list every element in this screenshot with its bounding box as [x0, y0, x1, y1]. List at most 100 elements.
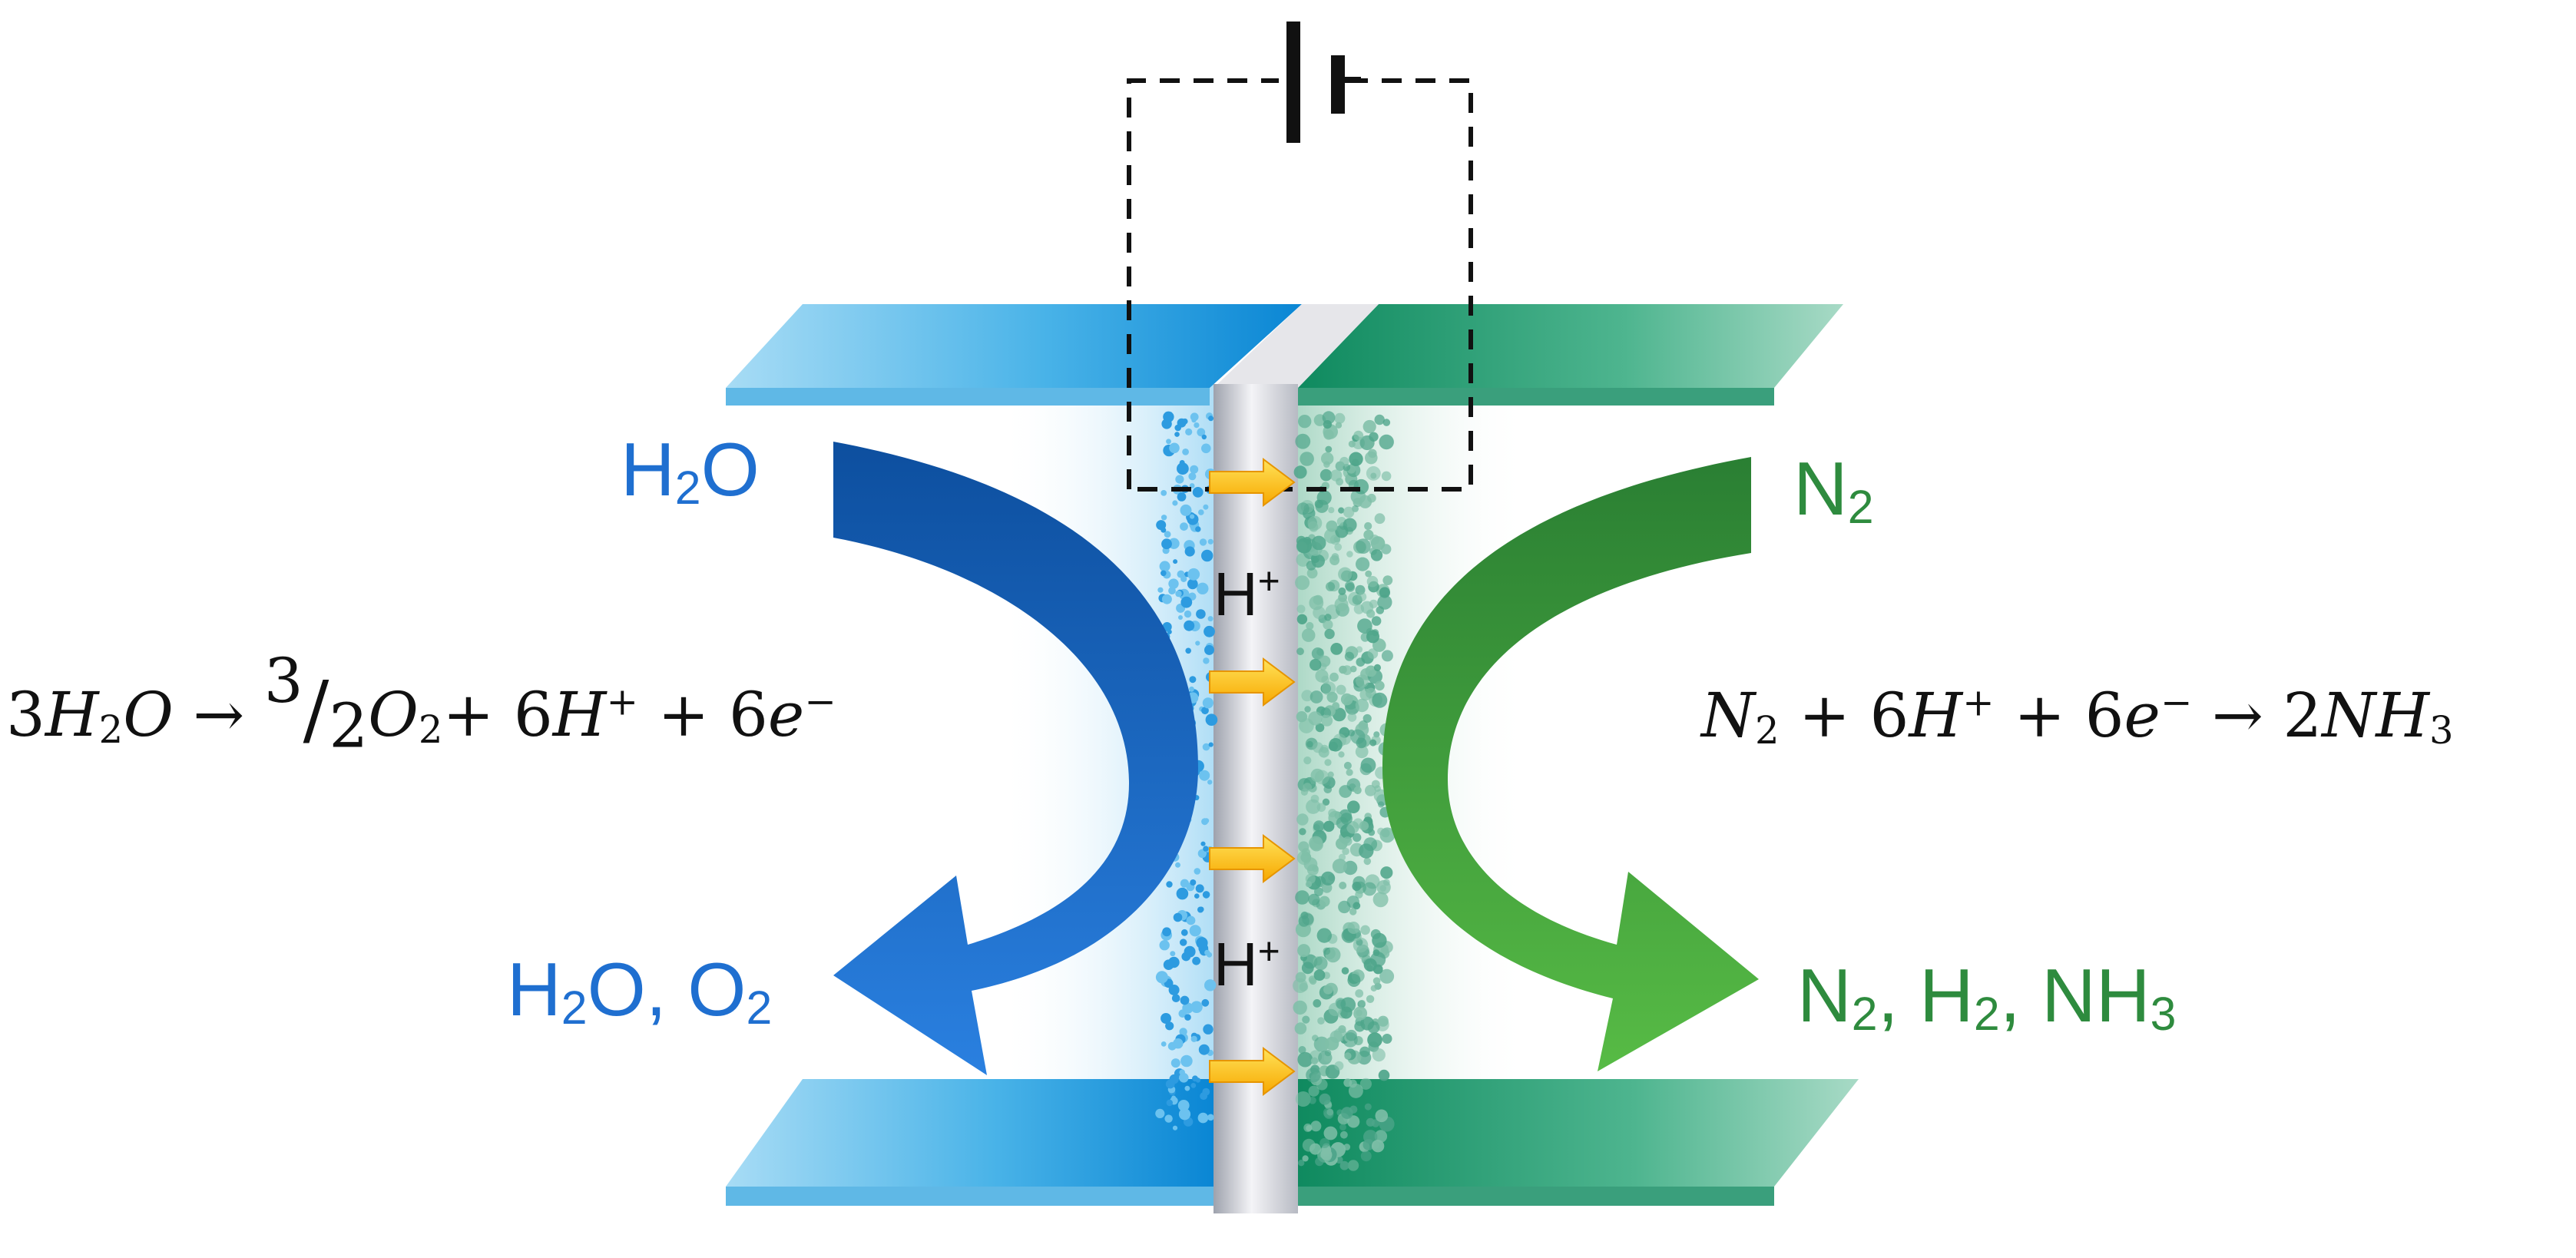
catalyst-particle [1180, 879, 1189, 888]
catalyst-particle [1199, 770, 1210, 781]
catalyst-particle [1374, 414, 1385, 425]
catalyst-particle [1373, 664, 1381, 672]
catalyst-particle [1307, 515, 1323, 531]
catalyst-particle [1182, 1002, 1194, 1014]
catalyst-particle [1353, 1006, 1368, 1021]
catalyst-particle [1313, 820, 1325, 832]
catalyst-particle [1357, 618, 1372, 634]
catalyst-particle [1184, 610, 1192, 618]
catalyst-particle [1325, 1036, 1339, 1051]
catalyst-particle [1323, 619, 1333, 630]
catalyst-particle [1309, 836, 1323, 851]
catalyst-particle [1362, 713, 1372, 723]
battery-icon [1286, 22, 1361, 143]
catalyst-particle [1324, 1049, 1332, 1057]
top-cathode-electrode [1298, 304, 1843, 406]
catalyst-particle [1322, 411, 1336, 425]
catalyst-particle [1379, 587, 1390, 598]
catalyst-particle [1180, 1054, 1193, 1068]
catalyst-particle [1197, 582, 1209, 594]
catalyst-particle [1165, 1079, 1175, 1089]
catalyst-particle [1157, 587, 1164, 593]
catalyst-particle [1189, 676, 1197, 684]
catalyst-particle [1184, 546, 1195, 557]
catalyst-particle [1192, 956, 1200, 965]
catalyst-particle [1303, 783, 1312, 792]
catalyst-particle [1182, 418, 1188, 425]
catalyst-particle [1338, 587, 1346, 595]
catalyst-particle [1314, 887, 1323, 896]
catalyst-particle [1310, 1057, 1319, 1065]
catalyst-particle [1381, 471, 1392, 482]
catalyst-particle [1367, 1032, 1382, 1048]
catalyst-particle [1356, 557, 1370, 571]
catalyst-particle [1323, 1107, 1334, 1118]
catalyst-particle [1188, 472, 1197, 481]
catalyst-particle [1346, 769, 1353, 776]
catalyst-particle [1161, 515, 1167, 521]
catalyst-particle [1362, 882, 1377, 896]
proton-arrow-icon [1209, 458, 1296, 507]
catalyst-particle [1314, 770, 1329, 785]
catalyst-particle [1379, 434, 1394, 450]
catalyst-particle [1323, 1053, 1333, 1062]
catalyst-particle [1155, 1108, 1165, 1118]
catalyst-particle [1327, 771, 1334, 778]
catalyst-particle [1320, 1149, 1333, 1160]
catalyst-particle [1165, 1021, 1174, 1031]
catalyst-particle [1202, 743, 1210, 751]
catalyst-particle [1166, 1099, 1174, 1107]
catalyst-particle [1308, 1085, 1319, 1097]
catalyst-particle [1295, 972, 1306, 983]
catalyst-particle [1309, 1097, 1316, 1104]
catalyst-particle [1359, 435, 1375, 451]
catalyst-particle [1197, 849, 1207, 859]
catalyst-particle [1308, 893, 1320, 905]
catalyst-particle [1180, 939, 1187, 946]
catalyst-particle [1298, 415, 1312, 429]
catalyst-particle [1319, 895, 1330, 907]
top-anode-electrode [726, 304, 1302, 406]
catalyst-particle [1190, 1001, 1203, 1013]
proton-label-lower: H+ [1214, 929, 1280, 998]
catalyst-particle [1297, 1051, 1313, 1068]
catalyst-particle [1321, 681, 1336, 696]
catalyst-particle [1366, 609, 1376, 618]
bottom-anode-electrode [726, 1079, 1214, 1206]
catalyst-particle [1347, 800, 1360, 813]
catalyst-particle [1198, 1044, 1210, 1055]
catalyst-particle [1175, 590, 1182, 598]
catalyst-particle [1333, 535, 1341, 543]
catalyst-particle [1207, 616, 1214, 622]
catalyst-particle [1338, 567, 1353, 581]
cathode-inlet-label: N2 [1793, 446, 1874, 533]
catalyst-particle [1360, 757, 1376, 773]
catalyst-particle [1180, 995, 1190, 1005]
catalyst-particle [1323, 429, 1334, 440]
catalyst-particle [1177, 492, 1187, 502]
catalyst-particle [1338, 507, 1345, 514]
catalyst-particle [1374, 513, 1386, 525]
catalyst-particle [1309, 595, 1324, 611]
catalyst-particle [1324, 614, 1332, 621]
catalyst-particle [1179, 1028, 1187, 1036]
catalyst-particle [1316, 928, 1333, 943]
catalyst-particle [1321, 452, 1334, 465]
catalyst-particle [1363, 857, 1372, 866]
catalyst-particle [1179, 460, 1185, 465]
catalyst-particle [1353, 833, 1362, 843]
catalyst-particle [1185, 428, 1193, 436]
catalyst-particle [1323, 1126, 1338, 1140]
anode-reaction-flow-arrow-icon [833, 442, 1198, 1075]
cathode-outlet-label: N2, H2, NH3 [1797, 953, 2177, 1040]
catalyst-particle [1377, 594, 1392, 610]
catalyst-particle [1180, 596, 1193, 608]
catalyst-particle [1339, 1006, 1353, 1019]
catalyst-particle [1301, 962, 1314, 975]
catalyst-particle [1340, 1131, 1348, 1139]
catalyst-particle [1296, 604, 1306, 614]
catalyst-particle [1346, 1029, 1357, 1041]
catalyst-particle [1370, 952, 1386, 968]
